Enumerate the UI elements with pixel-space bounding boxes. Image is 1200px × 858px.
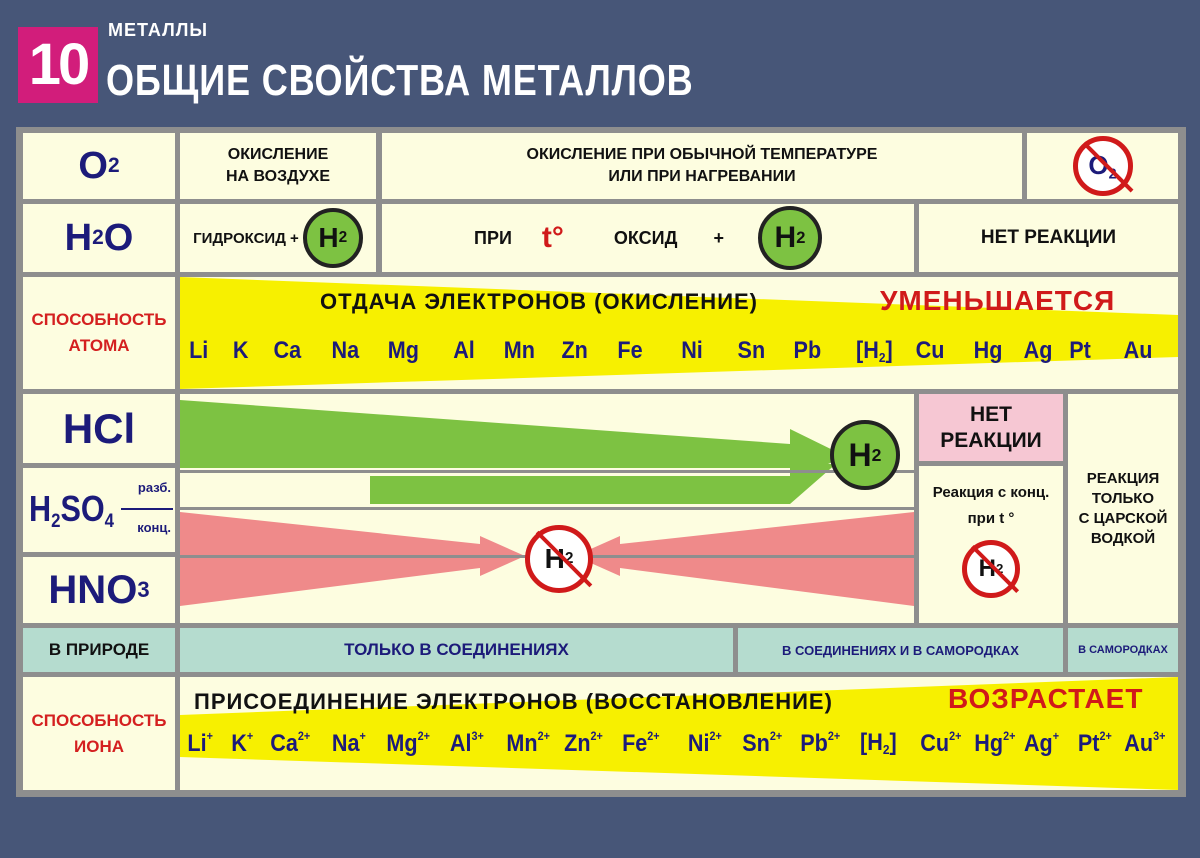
ion-symbol: Ag+ [1023, 729, 1060, 757]
hno3-arrow [575, 512, 914, 606]
metal-symbol: Fe [617, 337, 643, 364]
ion-symbol: Mn2+ [506, 729, 550, 757]
metal-symbol: Sn [737, 337, 766, 364]
h2so4-row-label: H2SO4 разб. конц. [23, 468, 175, 552]
oxidation-trend-text: УМЕНЬШАЕТСЯ [880, 285, 1116, 316]
ion-symbol: Na+ [331, 729, 366, 757]
h2so4-dilute-arrow [370, 456, 845, 504]
metal-symbol: Li [189, 337, 209, 364]
h2so4-concentrated-label: конц. [137, 520, 171, 535]
metal-symbol: Pt [1069, 337, 1091, 364]
chapter-subtitle: МЕТАЛЛЫ [108, 20, 208, 40]
metal-symbol: Al [453, 337, 475, 364]
chapter-number-badge: 10 [18, 27, 98, 103]
ion-symbol: K+ [231, 729, 254, 757]
only-compounds-cell: ТОЛЬКО В СОЕДИНЕНИЯХ [180, 628, 733, 672]
h2so4-concentrated-arrow [180, 512, 525, 606]
metal-symbol: Mn [503, 337, 535, 364]
reduction-band-text: ПРИСОЕДИНЕНИЕ ЭЛЕКТРОНОВ (ВОССТАНОВЛЕНИЕ… [194, 689, 833, 714]
h2so4-dilute-label: разб. [137, 480, 171, 495]
no-oxygen-icon: O2 [1072, 136, 1133, 196]
hcl-row-label: HCl [23, 394, 175, 463]
metal-symbol: Na [331, 337, 360, 364]
h2so4-divider [121, 508, 173, 510]
activity-series-band: ОТДАЧА ЭЛЕКТРОНОВ (ОКИСЛЕНИЕ) УМЕНЬШАЕТС… [180, 277, 1178, 389]
metal-symbol: Mg [387, 337, 419, 364]
ion-symbol: Al3+ [449, 729, 484, 757]
oxidation-band-shape [180, 277, 1178, 389]
ion-symbol: Ni2+ [687, 729, 722, 757]
ion-symbol: Ca2+ [270, 729, 311, 757]
metal-symbol: Zn [561, 337, 588, 364]
page-title: ОБЩИЕ СВОЙСТВА МЕТАЛЛОВ [106, 56, 694, 105]
metal-symbol: Hg [973, 337, 1003, 364]
metal-symbol: [H2] [856, 337, 893, 365]
ion-symbol: [H2] [860, 729, 897, 757]
ion-symbol: Pt2+ [1077, 729, 1112, 757]
ion-symbol: Cu2+ [920, 729, 962, 757]
ion-symbol: Fe2+ [622, 729, 660, 757]
reduction-series-band: ПРИСОЕДИНЕНИЕ ЭЛЕКТРОНОВ (ВОССТАНОВЛЕНИЕ… [180, 677, 1178, 790]
metal-symbol: Au [1123, 337, 1153, 364]
ion-symbol: Au3+ [1124, 729, 1166, 757]
metal-symbol: K [232, 337, 249, 364]
ion-symbol: Hg2+ [974, 729, 1016, 757]
metal-symbol: Cu [915, 337, 945, 364]
metal-symbol: Pb [793, 337, 822, 364]
nuggets-only-cell: В САМОРОДКАХ [1068, 628, 1178, 672]
reduction-trend-text: ВОЗРАСТАЕТ [948, 683, 1144, 714]
ion-reduction-series: Li+ K+ Ca2+ Na+ Mg2+ Al3+ Mn2+ Zn2+ Fe2+ Ni2+ Sn2+… [180, 729, 1178, 773]
ion-symbol: Zn2+ [564, 729, 603, 757]
ion-symbol: Sn2+ [742, 729, 783, 757]
metal-symbol: Ag [1023, 337, 1053, 364]
oxidation-band-text: ОТДАЧА ЭЛЕКТРОНОВ (ОКИСЛЕНИЕ) [320, 289, 759, 314]
compounds-and-nuggets-cell: В СОЕДИНЕНИЯХ И В САМОРОДКАХ [738, 628, 1063, 672]
metal-symbol: Ca [273, 337, 302, 364]
acid-arrows-svg [180, 400, 914, 606]
ion-symbol: Pb2+ [800, 729, 841, 757]
h2o-no-reaction-cell: НЕТ РЕАКЦИИ [919, 204, 1178, 272]
reduction-band-shape [180, 677, 1178, 790]
ion-symbol: Li+ [187, 729, 213, 757]
metal-symbol: Ni [681, 337, 703, 364]
ion-symbol: Mg2+ [386, 729, 430, 757]
hcl-arrow [180, 400, 845, 482]
nature-row-label: В ПРИРОДЕ [23, 628, 175, 672]
metal-activity-series: Li K Ca Na Mg Al Mn Zn Fe Ni Sn Pb [H2] Cu Hg Ag Pt Au [180, 337, 1178, 377]
o2-no-reaction-cell: O2 [1027, 133, 1178, 199]
